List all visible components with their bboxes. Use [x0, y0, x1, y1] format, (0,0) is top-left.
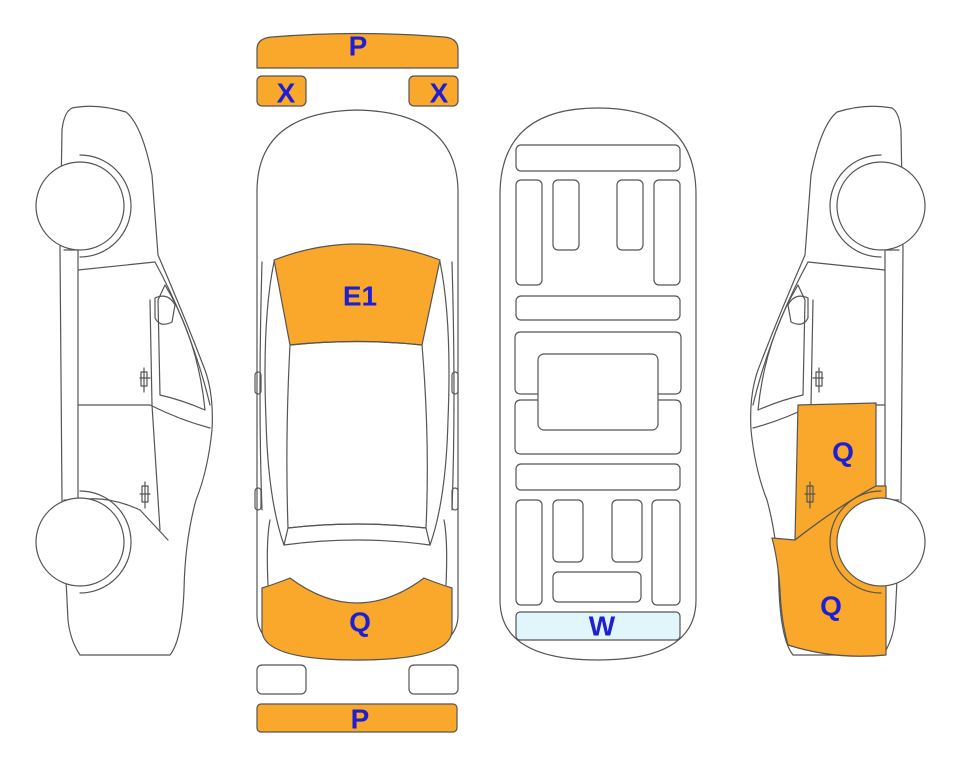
underbody-rear-crossmember — [552, 571, 642, 603]
left-side-inner-glass — [157, 284, 206, 411]
underbody-front-right-rail — [653, 179, 681, 286]
front-left-light-zone — [256, 75, 307, 107]
top-right-side-glass — [429, 261, 450, 546]
rear-right-light-zone — [408, 664, 459, 695]
right-side-pillar — [810, 299, 814, 406]
trunk-lid-label: Q — [349, 607, 371, 638]
underbody-center-frame — [514, 331, 682, 455]
right-side-handle-front — [812, 367, 824, 393]
top-left-mirror — [254, 371, 262, 395]
underbody-center-tunnel — [537, 353, 659, 431]
underbody-rear-label: W — [589, 611, 616, 642]
right-side-handle-rear — [804, 481, 816, 509]
right-rear-door-label: Q — [832, 437, 854, 468]
front-left-light-label: X — [277, 78, 296, 109]
front-right-light-zone — [408, 75, 459, 107]
underbody-front-crossmember — [515, 144, 681, 172]
left-side-rear-wheel — [35, 497, 125, 587]
rear-bumper-label: P — [351, 704, 370, 735]
top-right-handle — [451, 487, 459, 511]
underbody-mid-crossmember-2 — [515, 463, 681, 491]
left-side-pillar — [149, 299, 161, 531]
right-side-front-wheel — [836, 161, 926, 251]
top-body-outline — [256, 109, 459, 661]
top-right-mirror — [451, 371, 459, 395]
right-side-body-outline — [750, 105, 904, 656]
left-side-rear-wheel-arch — [79, 490, 132, 594]
underbody-rear-zone — [515, 611, 681, 641]
rear-bumper-zone — [256, 703, 458, 733]
underbody-rear-right-rail — [651, 499, 681, 606]
right-rear-quarter-label: Q — [820, 591, 842, 622]
left-side-view — [35, 105, 213, 656]
underbody-view: W — [499, 107, 697, 661]
underbody-front-right-mount — [616, 179, 644, 251]
underbody-rear-right-mount — [611, 499, 643, 563]
top-view: P X X E1 Q P — [254, 31, 459, 735]
top-left-handle — [254, 487, 262, 511]
left-side-front-wheel-arch — [79, 154, 132, 258]
rear-left-light-zone — [256, 664, 307, 695]
left-side-front-wheel — [35, 161, 125, 251]
underbody-mid-crossmember-1 — [515, 295, 681, 321]
top-right-door-line — [443, 261, 455, 586]
front-bumper-label: P — [349, 31, 368, 62]
underbody-front-left-mount — [552, 179, 580, 251]
front-right-light-label: X — [430, 78, 449, 109]
right-side-rear-wheel-arch — [829, 490, 882, 594]
right-side-front-wheel-arch — [829, 154, 882, 258]
front-bumper-zone — [256, 32, 459, 69]
right-side-view: Q Q — [750, 105, 926, 657]
left-side-mirror — [154, 295, 176, 325]
underbody-rear-left-mount — [552, 499, 584, 563]
underbody-front-left-rail — [515, 179, 543, 286]
trunk-lid-zone — [261, 577, 453, 661]
left-side-handle-rear — [139, 481, 151, 509]
right-side-mirror — [787, 295, 809, 325]
left-side-handle-front — [139, 367, 151, 393]
left-side-body-outline — [59, 105, 213, 656]
windshield-label: E1 — [343, 281, 377, 312]
top-left-side-glass — [264, 261, 285, 546]
right-side-rear-wheel — [836, 497, 926, 587]
left-side-door-split — [77, 404, 211, 429]
right-side-inner-glass — [757, 284, 806, 411]
underbody-rear-left-rail — [515, 499, 543, 606]
